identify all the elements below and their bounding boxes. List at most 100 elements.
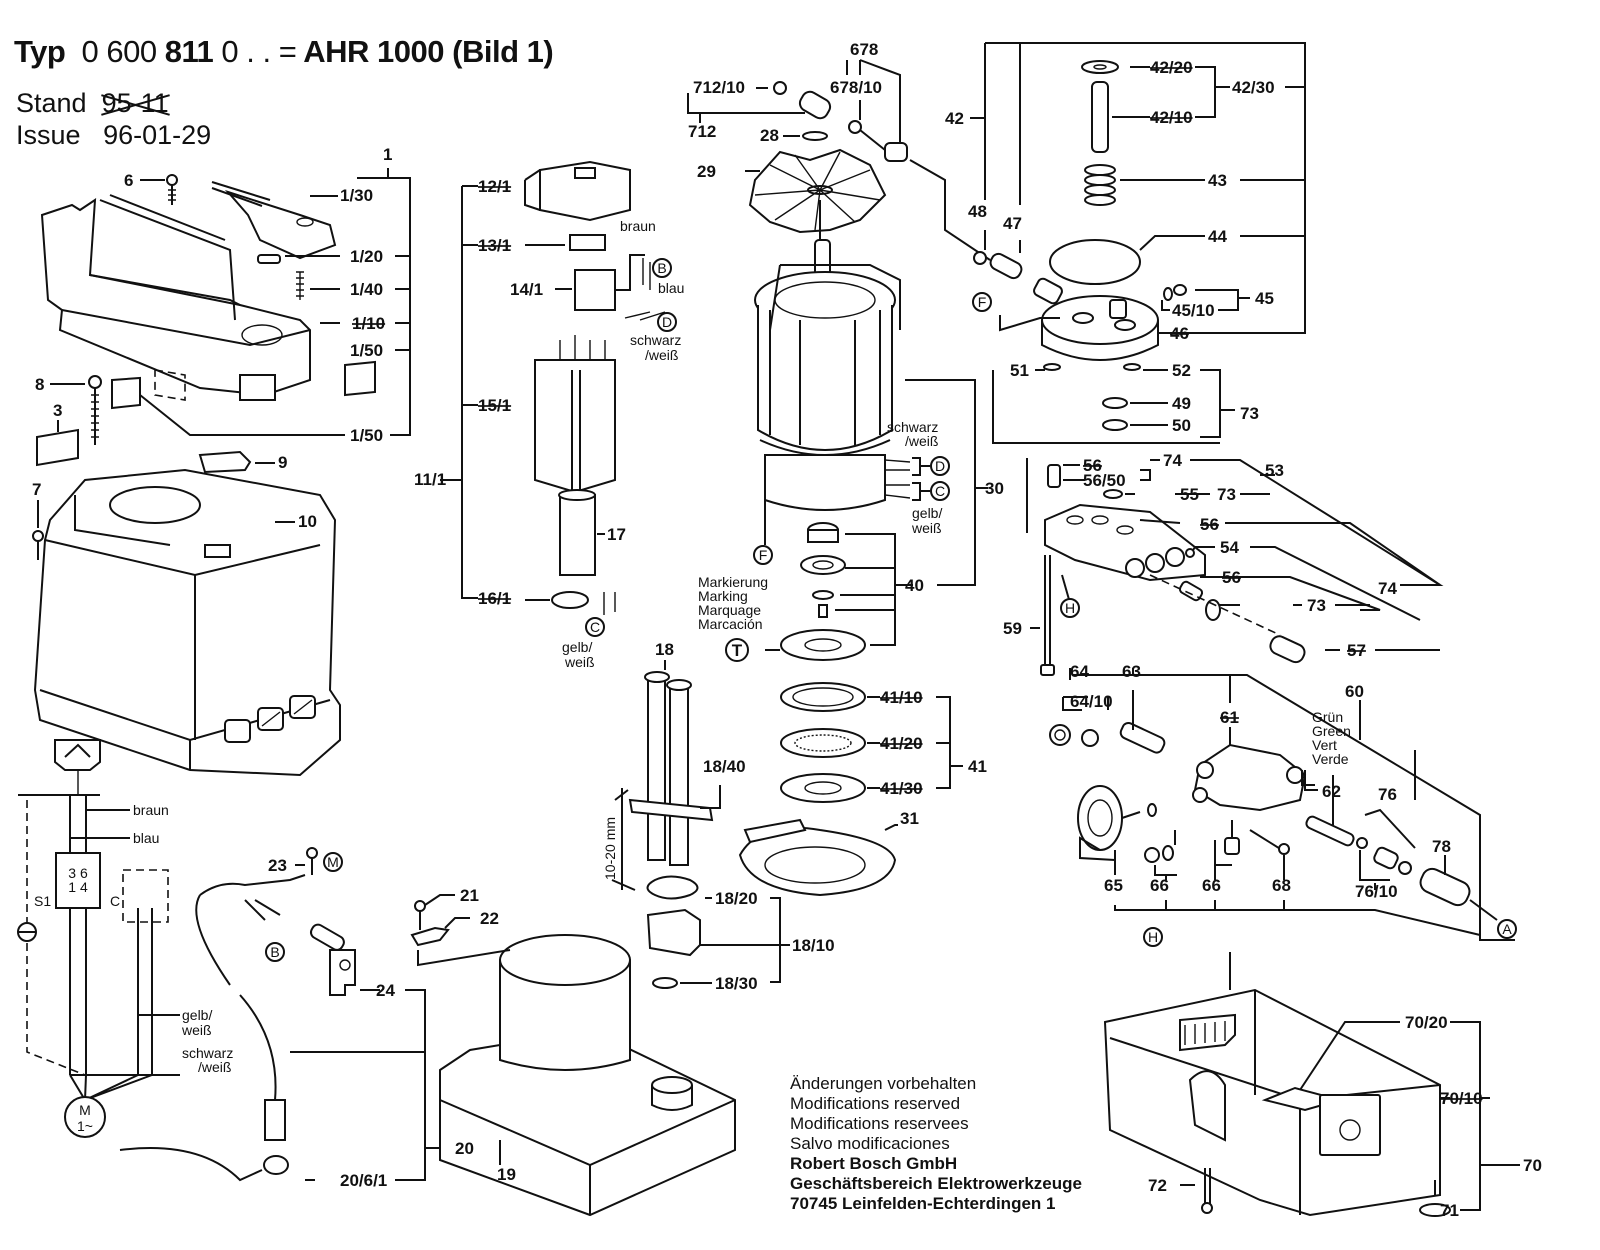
inlet-fitting [1033,277,1063,305]
label-20-6-1: 20/6/1 [340,1171,387,1190]
label-41-20: 41/20 [880,734,923,753]
schematic-labels: 3 6 1 4 S1 C M 1~ [34,865,120,1134]
seal-712-10 [773,81,787,95]
label-42-10: 42/10 [1150,108,1193,127]
label-64-10: 64/10 [1070,692,1113,711]
wire-weiss2-1: weiß [564,654,595,670]
housing-slot [204,544,231,558]
label-28: 28 [760,126,779,145]
label-1-20: 1/20 [350,247,383,266]
seal-55 [1103,489,1123,499]
clamp-22 [410,926,450,947]
label-712-10: 712/10 [693,78,745,97]
svg-text:Marking: Marking [698,588,748,604]
regulator-body-61 [1192,743,1307,812]
label-29: 29 [697,162,716,181]
svg-text:H: H [1148,929,1158,945]
switch-s1 [55,852,101,909]
wire-schwarz-1: schwarz [630,332,681,348]
wire-schwarz-3: schwarz [182,1045,233,1061]
housing-opening [109,486,201,524]
pump-head [1041,295,1159,361]
svg-text:C: C [935,483,945,499]
issue-label: Issue [16,120,81,150]
label-49: 49 [1172,394,1191,413]
seal-18-30 [652,977,678,989]
label-1-50a: 1/50 [350,341,383,360]
label-66a: 66 [1150,876,1169,895]
label-64: 64 [1070,662,1089,681]
wire-blau-2: blau [133,830,159,846]
label-43: 43 [1208,171,1227,190]
label-51a: 51 [1010,361,1029,380]
part-1-30 [224,189,337,260]
plate-18-20 [646,875,699,900]
label-74b: 74 [1378,579,1397,598]
label-20: 20 [455,1139,474,1158]
svg-text:Marquage: Marquage [698,602,761,618]
screw-7 [32,530,44,560]
power-cord [119,874,306,1182]
label-44: 44 [1208,227,1227,246]
typ-number-thin: 0 600 [81,34,158,69]
switch-terminals-top: 3 6 [68,865,88,881]
wire-weiss2-3: weiß [181,1022,212,1038]
svg-text:Markierung: Markierung [698,574,768,590]
label-1-50 [111,376,141,410]
screw-8 [88,375,102,445]
label-1-50-b [344,360,376,397]
stand-label: Stand [16,88,87,118]
marker-c-1: C [585,617,605,637]
label-42: 42 [945,109,964,128]
svg-text:D: D [662,314,672,330]
svg-text:B: B [270,944,279,960]
svg-text:Vert: Vert [1312,737,1337,753]
label-55: 55 [1180,485,1199,504]
label-73b: 73 [1217,485,1236,504]
label-73c: 73 [1307,596,1326,615]
plug-56-50 [1047,464,1061,488]
svg-text:A: A [1502,921,1512,937]
wire-blau-1: blau [658,280,684,296]
spring-43 [1084,164,1116,206]
seal-51 [1043,363,1061,371]
label-31: 31 [900,809,919,828]
label-74a: 74 [1163,451,1182,470]
label-19: 19 [497,1165,516,1184]
screw-23 [306,847,318,875]
motor-symbol [64,1096,106,1138]
wiring-schematic [17,739,180,1138]
label-6: 6 [124,171,133,190]
marker-h-2: H [1143,927,1163,947]
valve-block [1044,503,1206,582]
issue-line: Issue 96-01-29 [16,120,211,151]
label-678-10: 678/10 [830,78,882,97]
seal-28 [802,131,828,141]
label-1-50b: 1/50 [350,426,383,445]
svg-text:Marcación: Marcación [698,616,763,632]
company-division: Geschäftsbereich Elektrowerkzeuge [790,1174,1082,1193]
wires-schwarz-weiss [624,311,666,321]
wire-gelb-3: gelb/ [182,1007,212,1023]
label-3: 3 [53,401,62,420]
dimension-arrow [611,788,636,891]
label-60: 60 [1345,682,1364,701]
label-40: 40 [905,576,924,595]
marker-f-2: F [753,545,773,565]
plug-57 [1269,635,1306,664]
label-59: 59 [1003,619,1022,638]
seal-49 [1102,397,1128,409]
typ-suffix: 0 . . = [221,34,297,69]
bolt-59 [1040,555,1055,676]
o-ring-64-10 [1081,729,1099,747]
fan-29 [748,148,887,234]
marker-d-2: D [930,456,950,476]
label-68: 68 [1272,876,1291,895]
label-16-1: 16/1 [478,589,511,608]
label-70-20: 70/20 [1405,1013,1448,1032]
label-1-10: 1/10 [352,314,385,333]
green-note: Grün Green Vert Verde [1312,709,1351,767]
label-23: 23 [268,856,287,875]
holder-18-40 [628,798,714,822]
label-70: 70 [1523,1156,1542,1175]
